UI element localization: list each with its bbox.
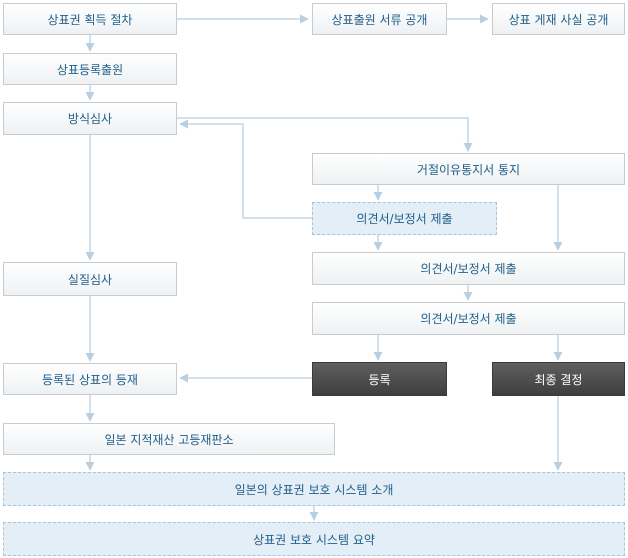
node-opinion-3: 의견서/보정서 제출 — [312, 302, 625, 335]
node-registration: 등록 — [312, 362, 447, 396]
node-substantive: 실질심사 — [3, 262, 177, 296]
node-info-publication-label: 상표 게재 사실 공개 — [509, 11, 609, 28]
node-final-decision: 최종 결정 — [492, 362, 625, 396]
node-intro-label: 일본의 상표권 보호 시스템 소개 — [235, 481, 394, 498]
arrow-formality-to-rejection — [177, 118, 468, 151]
node-summary-label: 상표권 보호 시스템 요약 — [253, 531, 375, 548]
node-opinion-2: 의견서/보정서 제출 — [312, 252, 625, 285]
node-opinion-3-label: 의견서/보정서 제출 — [420, 310, 516, 327]
node-opinion-1-label: 의견서/보정서 제출 — [356, 210, 452, 227]
node-ip-court-label: 일본 지적재산 고등재판소 — [104, 431, 233, 448]
node-formality: 방식심사 — [3, 102, 177, 135]
node-registered-label: 등록된 상표의 등재 — [42, 371, 138, 388]
node-rejection-notice-label: 거절이유통지서 통지 — [417, 161, 520, 178]
node-application-label: 상표등록출원 — [57, 61, 123, 78]
node-formality-label: 방식심사 — [68, 110, 112, 127]
node-intro: 일본의 상표권 보호 시스템 소개 — [3, 472, 625, 506]
node-application: 상표등록출원 — [3, 53, 177, 85]
node-acquisition-label: 상표권 획득 절차 — [48, 11, 133, 28]
node-opinion-2-label: 의견서/보정서 제출 — [420, 260, 516, 277]
node-acquisition: 상표권 획득 절차 — [3, 3, 177, 35]
node-registration-label: 등록 — [368, 371, 390, 388]
node-substantive-label: 실질심사 — [68, 271, 112, 288]
node-ip-court: 일본 지적재산 고등재판소 — [3, 423, 335, 455]
node-rejection-notice: 거절이유통지서 통지 — [312, 153, 625, 185]
arrow-opinion1-to-formality — [180, 124, 312, 218]
node-final-decision-label: 최종 결정 — [535, 371, 583, 388]
node-opinion-1: 의견서/보정서 제출 — [312, 202, 497, 235]
node-summary: 상표권 보호 시스템 요약 — [3, 522, 625, 556]
node-publication-label: 상표출원 서류 공개 — [332, 11, 428, 28]
node-info-publication: 상표 게재 사실 공개 — [492, 3, 625, 35]
node-registered: 등록된 상표의 등재 — [3, 363, 177, 395]
node-publication: 상표출원 서류 공개 — [312, 3, 447, 35]
